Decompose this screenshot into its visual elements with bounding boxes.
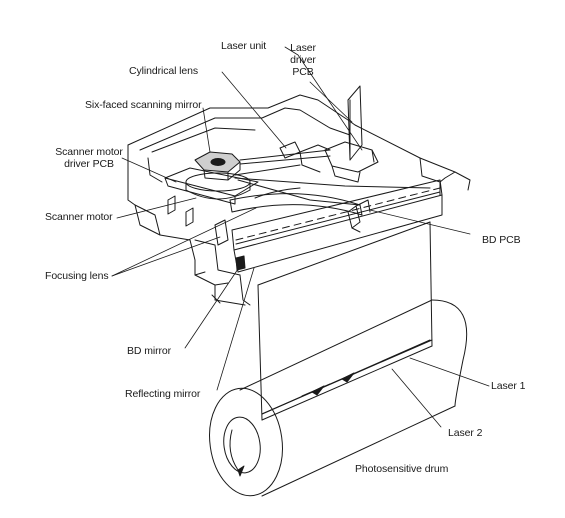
- label-bd-pcb: BD PCB: [482, 234, 521, 246]
- label-photosensitive-drum: Photosensitive drum: [355, 463, 449, 475]
- reflecting-mirror-strip: [231, 179, 443, 273]
- cylindrical-lens-shape: [279, 141, 301, 159]
- laser-driver-pcb-board: [347, 85, 363, 161]
- label-focusing-lens: Focusing lens: [45, 270, 109, 282]
- laser-light-sheet: [257, 221, 433, 421]
- label-laser-1: Laser 1: [491, 380, 526, 392]
- label-laser-driver-pcb-line2: driver: [290, 54, 316, 66]
- scanning-mirror-assembly: [164, 151, 259, 205]
- label-scanner-motor: Scanner motor: [45, 211, 113, 223]
- laser-unit-block: [299, 141, 379, 183]
- label-six-faced-scanning-mirror: Six-faced scanning mirror: [85, 99, 202, 111]
- scanner-housing: [127, 94, 471, 306]
- label-bd-mirror: BD mirror: [127, 345, 172, 357]
- label-scanner-motor-driver-pcb-line2: driver PCB: [64, 158, 114, 170]
- label-laser-driver-pcb: Laser driver PCB: [283, 42, 323, 78]
- label-cylindrical-lens: Cylindrical lens: [129, 65, 199, 77]
- beam-paths-top: [234, 149, 431, 206]
- label-scanner-motor-driver-pcb-line1: Scanner motor: [55, 146, 123, 158]
- leader-lines: [111, 46, 490, 428]
- label-laser-driver-pcb-line1: Laser: [290, 42, 316, 54]
- label-laser-unit: Laser unit: [221, 40, 267, 52]
- drum-shape: [209, 299, 468, 497]
- bd-pcb-board: [347, 199, 371, 233]
- label-reflecting-mirror: Reflecting mirror: [125, 388, 201, 400]
- label-scanner-motor-driver-pcb: Scanner motor driver PCB: [54, 146, 124, 170]
- label-laser-driver-pcb-line3: PCB: [292, 66, 314, 78]
- label-laser-2: Laser 2: [448, 427, 483, 439]
- bd-mirror-shape: [235, 255, 246, 271]
